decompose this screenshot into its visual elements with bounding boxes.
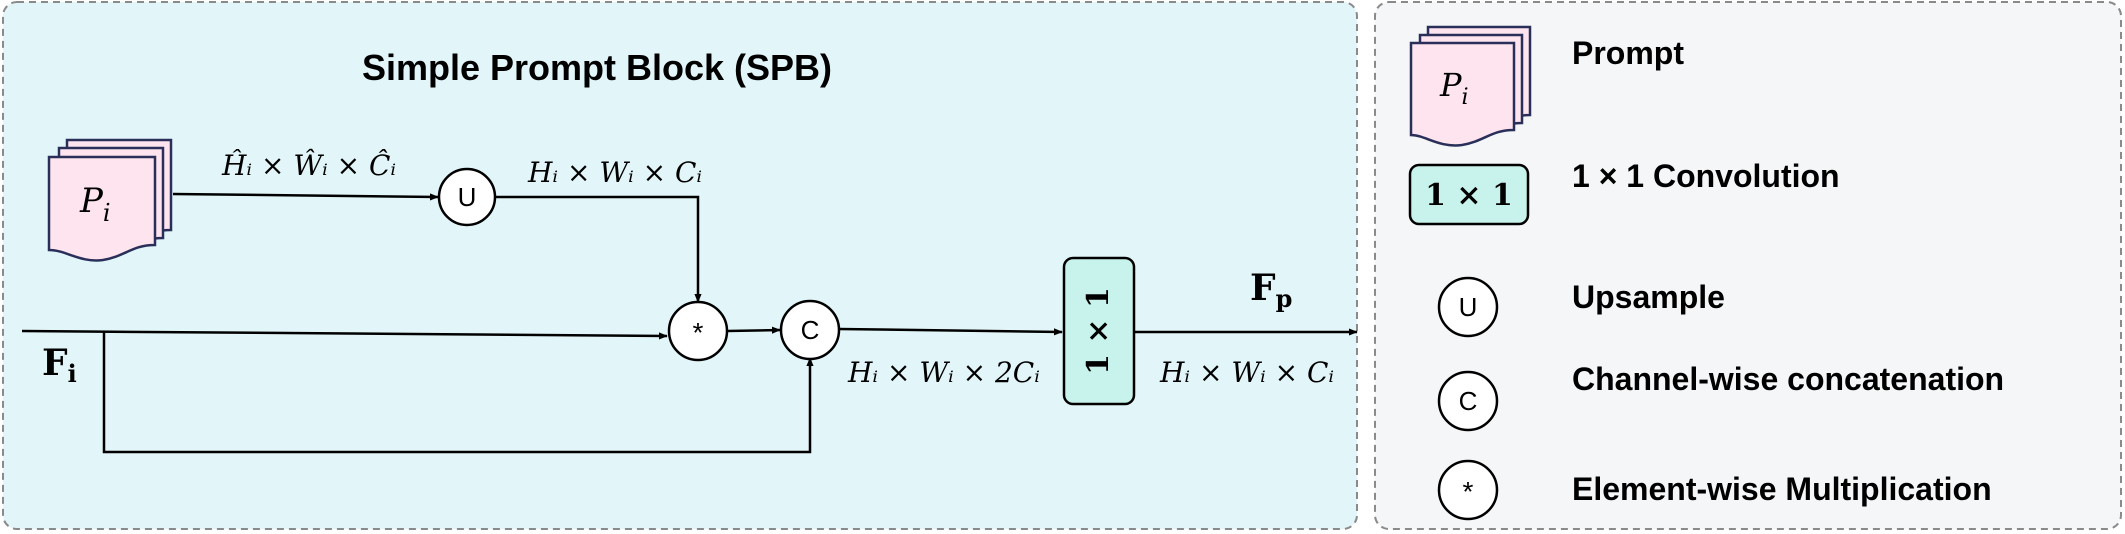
svg-text:Pi: Pi	[1439, 66, 1469, 110]
legend-upsample-icon: U	[1437, 276, 1499, 338]
legend-conv-icon: 1 × 1	[1408, 163, 1530, 226]
legend-upsample-label: Upsample	[1572, 279, 1725, 315]
legend-prompt-icon: Pi	[1409, 25, 1532, 147]
arrow-prompt-to-upsample	[172, 192, 439, 201]
dim-concat-label: Hᵢ × Wᵢ × 2Cᵢ	[847, 356, 1040, 389]
legend-prompt-label: Prompt	[1572, 35, 1684, 71]
concat-node: C	[779, 299, 841, 361]
spb-title: Simple Prompt Block (SPB)	[362, 47, 832, 88]
input-line	[21, 329, 668, 340]
legend-multiply-label: Element-wise Multiplication	[1572, 471, 1992, 507]
dim-prompt-label: Ĥᵢ × Ŵᵢ × Ĉᵢ	[221, 148, 396, 182]
dim-upsampled-label: Hᵢ × Wᵢ × Cᵢ	[527, 156, 702, 189]
arrow-upsample-to-multiply	[495, 195, 702, 303]
arrow-concat-to-conv	[838, 327, 1063, 336]
svg-text:C: C	[801, 315, 820, 345]
skip-connection-arrow	[102, 332, 814, 454]
dim-output-label: Hᵢ × Wᵢ × Cᵢ	[1159, 356, 1334, 389]
prompt-stack-icon: Pi	[47, 138, 173, 262]
conv-1x1-block: 1 × 1	[1062, 256, 1136, 406]
legend-concat-label: Channel-wise concatenation	[1572, 361, 2004, 397]
legend-multiply-icon: *	[1437, 459, 1499, 521]
arrow-multiply-to-concat	[726, 326, 781, 334]
svg-text:1 × 1: 1 × 1	[1081, 287, 1116, 375]
spb-panel	[2, 1, 1358, 530]
svg-text:U: U	[458, 182, 477, 212]
svg-text:U: U	[1459, 292, 1478, 322]
legend-concat-icon: C	[1437, 370, 1499, 432]
svg-text:*: *	[693, 317, 704, 348]
svg-text:Pi: Pi	[79, 181, 111, 227]
multiply-node: *	[667, 300, 729, 362]
output-label: Fp	[1250, 267, 1292, 313]
svg-text:1 × 1: 1 × 1	[1425, 178, 1513, 213]
legend-conv-label: 1 × 1 Convolution	[1572, 158, 1840, 194]
svg-text:*: *	[1463, 476, 1474, 507]
svg-text:C: C	[1459, 386, 1478, 416]
legend-panel	[1374, 1, 2122, 530]
input-label: Fi	[42, 342, 77, 388]
upsample-node: U	[437, 167, 497, 227]
